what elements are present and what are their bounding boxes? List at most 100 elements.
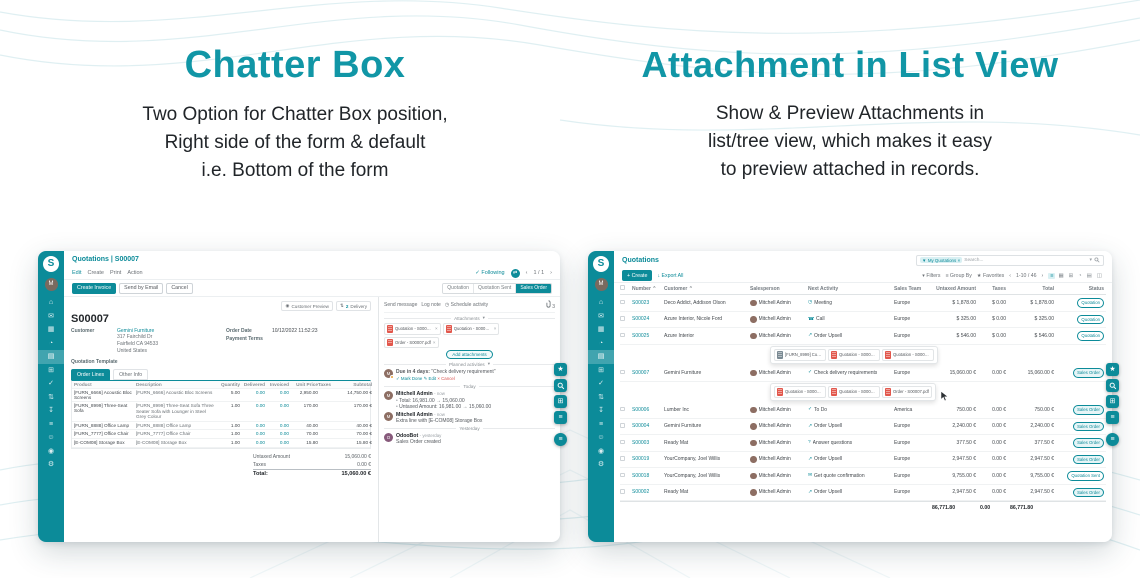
order-number[interactable]: S00019: [632, 456, 650, 463]
sidebar-app-icon[interactable]: ⊞: [48, 366, 54, 374]
select-all-checkbox[interactable]: [620, 285, 625, 290]
quotation-row[interactable]: S00003 Ready Mat Mitchell Admin ?Answer …: [620, 435, 1106, 452]
schedule-activity-button[interactable]: ◷ Schedule activity: [444, 302, 489, 308]
sidebar-app-icon[interactable]: ↧: [598, 407, 604, 414]
row-checkbox[interactable]: [620, 489, 625, 494]
sidebar-app-icon[interactable]: ▦: [47, 326, 55, 333]
pager-next-icon[interactable]: ›: [550, 270, 552, 276]
quotation-row[interactable]: S00007 Gemini Furniture Mitchell Admin ✓…: [620, 365, 1106, 382]
tab-other-info[interactable]: Other Info: [113, 369, 149, 380]
row-checkbox[interactable]: [620, 332, 625, 337]
cancel-activity-link[interactable]: × Cancel: [437, 376, 455, 382]
sidebar-app-icon[interactable]: ↧: [48, 407, 54, 414]
row-checkbox[interactable]: [620, 456, 625, 461]
pager-prev-icon[interactable]: ‹: [1009, 272, 1012, 279]
attachments-section-header[interactable]: Attachments▾: [384, 315, 555, 321]
stage-quotation[interactable]: Quotation: [443, 283, 473, 293]
order-line-row[interactable]: [FURN_6666] Acoustic Bloc Screens [FURN_…: [72, 390, 372, 402]
list-fab-button[interactable]: ≡: [554, 411, 567, 424]
add-attachments-button[interactable]: Add attachments: [446, 350, 493, 359]
create-button[interactable]: Create: [87, 270, 104, 276]
sidebar-app-icon[interactable]: ☺: [47, 434, 55, 441]
pager-prev-icon[interactable]: ‹: [525, 270, 528, 276]
remove-attachment-icon[interactable]: ×: [432, 339, 436, 345]
grid-fab-button[interactable]: ⊞: [1106, 395, 1119, 408]
sidebar-app-icon[interactable]: ⚙: [47, 461, 55, 468]
attachment-chip[interactable]: Order - S00007.pdf ×: [882, 386, 932, 398]
breadcrumb[interactable]: Quotations: [622, 256, 659, 264]
sidebar-app-icon[interactable]: ⌂: [48, 299, 54, 306]
breadcrumb[interactable]: Quotations | S00007: [72, 255, 139, 263]
sidebar-app-icon[interactable]: ▦: [597, 326, 605, 333]
sidebar-app-icon[interactable]: ✓: [48, 380, 54, 387]
log-note-button[interactable]: Log note: [421, 302, 441, 308]
order-line-row[interactable]: [FURN_7777] Office Chair [FURN_7777] Off…: [72, 430, 372, 439]
create-invoice-button[interactable]: Create Invoice: [72, 282, 117, 294]
planned-activities-header[interactable]: Planned activities▾: [384, 361, 555, 367]
kanban-view-icon[interactable]: ▦: [1058, 272, 1064, 279]
app-logo[interactable]: S: [43, 256, 59, 272]
grid-fab-button[interactable]: ⊞: [554, 395, 567, 408]
order-line-row[interactable]: [FURN_8888] Office Lamp [FURN_8888] Offi…: [72, 422, 372, 431]
attachment-chip[interactable]: Quotation - S00019.pdf ×: [882, 349, 934, 361]
sidebar-app-icon[interactable]: ▤: [38, 350, 64, 364]
attachment-chip[interactable]: Quotation - S00019.pdf ×: [828, 386, 880, 398]
order-line-row[interactable]: [E-COM08] Storage Box [E-COM08] Storage …: [72, 439, 372, 448]
quotation-row[interactable]: S00024 Azure Interior, Nicole Ford Mitch…: [620, 312, 1106, 328]
remove-attachment-icon[interactable]: ×: [493, 326, 497, 332]
send-by-email-button[interactable]: Send by Email: [119, 282, 164, 294]
create-button[interactable]: + Create: [622, 270, 653, 281]
quotation-row[interactable]: S00006 Lumber Inc Mitchell Admin ✓To Do …: [620, 402, 1106, 419]
graph-view-icon[interactable]: ◔: [1078, 272, 1082, 279]
row-checkbox[interactable]: [620, 316, 625, 321]
sidebar-app-icon[interactable]: ✓: [598, 380, 604, 387]
search-fab-button[interactable]: [1106, 379, 1119, 392]
sidebar-app-icon[interactable]: ☺: [597, 434, 605, 441]
search-fab-button[interactable]: [554, 379, 567, 392]
user-avatar[interactable]: M: [44, 278, 58, 291]
group-by-menu[interactable]: ≡ Group By: [945, 272, 972, 279]
sidebar-app-icon[interactable]: ◉: [597, 447, 605, 455]
row-checkbox[interactable]: [620, 369, 625, 374]
stage-sales-order[interactable]: Sales Order: [515, 283, 551, 293]
export-all-button[interactable]: ↓ Export All: [657, 272, 684, 279]
order-number[interactable]: S00007: [632, 369, 650, 376]
quotation-row[interactable]: S00019 YourCompany, Joel Willis Mitchell…: [620, 452, 1106, 468]
pivot-view-icon[interactable]: ⊞: [1068, 272, 1074, 279]
quotation-row[interactable]: S00002 Ready Mat Mitchell Admin ↗Order U…: [620, 485, 1106, 501]
search-filter-chip[interactable]: ▼My Quotations×: [920, 257, 963, 263]
sidebar-app-icon[interactable]: ◔: [48, 339, 54, 347]
sidebar-app-icon[interactable]: ≡: [598, 420, 604, 428]
bookmark-fab-button[interactable]: ★: [1106, 363, 1119, 376]
pager-next-icon[interactable]: ›: [1041, 272, 1044, 279]
app-logo[interactable]: S: [593, 256, 609, 272]
tab-order-lines[interactable]: Order Lines: [71, 369, 111, 380]
list-view-icon[interactable]: ≡: [1048, 272, 1056, 279]
quotation-row[interactable]: S00025 Azure Interior Mitchell Admin ↗Or…: [620, 328, 1106, 345]
edit-activity-link[interactable]: ✎ Edit: [423, 376, 437, 382]
mark-done-link[interactable]: ✓ Mark Done: [396, 376, 423, 382]
calendar-view-icon[interactable]: ▤: [1086, 272, 1092, 279]
chatter-position-toggle-button[interactable]: ⇄: [510, 268, 520, 278]
order-number[interactable]: S00002: [632, 489, 650, 496]
remove-attachment-icon[interactable]: ×: [435, 326, 438, 332]
attachment-chip[interactable]: Order - S00007.pdf ×: [384, 336, 439, 348]
attachments-count-button[interactable]: 3: [546, 300, 555, 310]
order-number[interactable]: S00003: [632, 439, 650, 446]
quotation-row[interactable]: S00018 YourCompany, Joel Willis Mitchell…: [620, 468, 1106, 485]
sidebar-app-icon[interactable]: ▤: [588, 350, 614, 364]
order-number[interactable]: S00025: [632, 332, 650, 339]
action-menu[interactable]: Action: [127, 270, 143, 276]
attachment-chip[interactable]: Quotation - S00023.pdf ×: [384, 323, 441, 335]
bookmark-fab-button[interactable]: ★: [554, 363, 567, 376]
sidebar-app-icon[interactable]: ⊞: [598, 366, 604, 374]
sidebar-app-icon[interactable]: ⇅: [598, 393, 604, 401]
sidebar-app-icon[interactable]: ✉: [48, 312, 54, 320]
list-fab-button[interactable]: ≡: [1106, 411, 1119, 424]
order-number[interactable]: S00023: [632, 299, 650, 306]
row-checkbox[interactable]: [620, 439, 625, 444]
map-view-icon[interactable]: ◫: [1096, 272, 1102, 279]
stage-quotation-sent[interactable]: Quotation Sent: [472, 283, 516, 293]
favorites-menu[interactable]: ★ Favorites: [976, 272, 1005, 279]
order-number[interactable]: S00024: [632, 316, 650, 323]
